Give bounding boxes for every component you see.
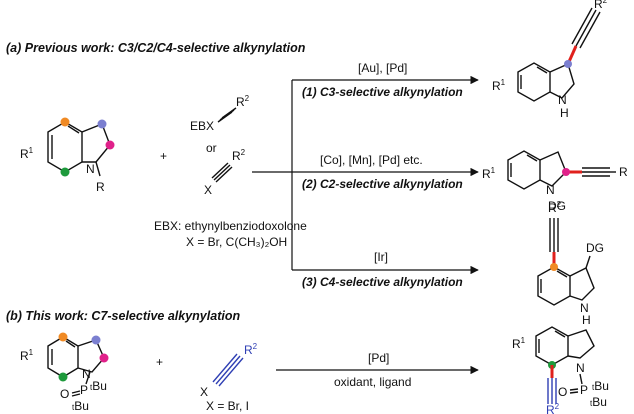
- nh-label: N: [558, 93, 567, 107]
- r1-label: R1: [492, 78, 506, 93]
- x-label: X: [200, 385, 208, 399]
- x-definition-a: X = Br, C(CH₃)₂OH: [186, 235, 287, 249]
- c2-product: R R1 N DG: [482, 150, 628, 213]
- dg-label: DG: [548, 199, 566, 213]
- ebx-definition: EBX: ethynylbenziodoxolone: [154, 219, 307, 233]
- route2-label: (2) C2-selective alkynylation: [302, 177, 463, 191]
- plus-sign-b: +: [156, 355, 163, 369]
- indole-substrate-b: R1 N P O tBu tBu: [20, 332, 109, 413]
- r2-label: R2: [232, 148, 246, 163]
- r2-label: R2: [236, 94, 250, 109]
- tbu-label: tBu: [592, 379, 609, 393]
- section-a-heading: (a) Previous work: C3/C2/C4-selective al…: [6, 41, 306, 55]
- route3-label: (3) C4-selective alkynylation: [302, 275, 463, 289]
- c7-marker: [60, 167, 70, 177]
- h-label: H: [582, 313, 591, 327]
- r1-label: R1: [20, 348, 34, 363]
- x-label: X: [204, 183, 212, 197]
- r2-label: R2: [244, 342, 258, 357]
- r1-label: R1: [482, 166, 496, 181]
- route1-conditions: [Au], [Pd]: [358, 61, 407, 75]
- r2-label: R2: [548, 200, 562, 215]
- c7-product: R2 R1 N P O tBu tBu: [512, 326, 609, 414]
- c3-product: R2 R1 N H: [492, 0, 608, 120]
- route2-conditions: [Co], [Mn], [Pd] etc.: [320, 153, 423, 167]
- r-label: R: [96, 180, 105, 194]
- r2-label: R2: [594, 0, 608, 11]
- r1-label: R1: [20, 146, 34, 161]
- x-definition-b: X = Br, I: [206, 399, 249, 413]
- alkyne-reagents-a: EBX R2 or R2 X EBX: ethynylbenziodoxolon…: [154, 94, 307, 249]
- c4-marker: [60, 117, 70, 127]
- tbu-label: tBu: [90, 379, 107, 393]
- c4-product: R2 DG N H: [537, 200, 604, 327]
- or-label: or: [206, 141, 217, 155]
- r-label: R: [619, 165, 628, 179]
- indole-substrate-a: R1 N R: [20, 117, 115, 194]
- o-label: O: [558, 385, 567, 399]
- n-label: N: [82, 367, 91, 381]
- p-label: P: [580, 383, 588, 397]
- dg-label: DG: [586, 241, 604, 255]
- tbu-label: tBu: [72, 399, 89, 413]
- n-label: N: [576, 361, 585, 375]
- alkyne-reagent-b: R2 X X = Br, I: [200, 342, 258, 413]
- o-label: O: [60, 387, 69, 401]
- c3-marker: [97, 119, 107, 129]
- r2-label: R2: [546, 402, 560, 414]
- r1-label: R1: [512, 336, 526, 351]
- n-label: N: [546, 183, 555, 197]
- nh-label: N: [580, 301, 589, 315]
- this-work-conditions: [Pd]: [368, 351, 389, 365]
- branch-arrows: [252, 75, 479, 275]
- ebx-label: EBX: [190, 119, 214, 133]
- section-b-heading: (b) This work: C7-selective alkynylation: [6, 309, 240, 323]
- plus-sign-a: +: [160, 149, 167, 163]
- c2-marker: [105, 140, 115, 150]
- n-label: N: [86, 162, 95, 176]
- p-label: P: [80, 383, 88, 397]
- route3-conditions: [Ir]: [374, 250, 388, 264]
- route1-label: (1) C3-selective alkynylation: [302, 85, 463, 99]
- h-label: H: [560, 106, 569, 120]
- tbu-label: tBu: [590, 395, 607, 409]
- this-work-conditions-2: oxidant, ligand: [334, 375, 411, 389]
